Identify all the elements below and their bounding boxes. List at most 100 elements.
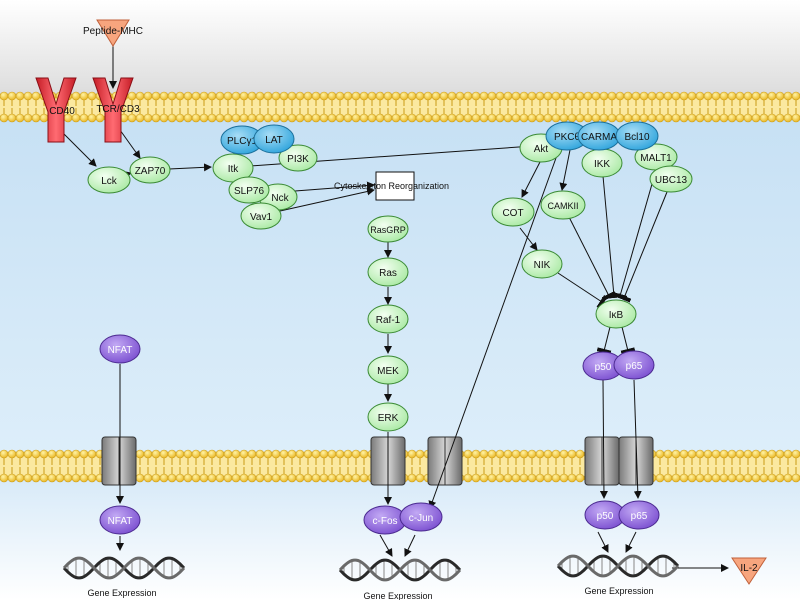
ikb-label: IκB	[609, 310, 624, 321]
dna-helix-nfat	[62, 556, 186, 580]
node-cjun: c-Jun	[399, 502, 443, 532]
node-p65: p65	[613, 350, 655, 380]
lat-label: LAT	[265, 135, 283, 146]
ubc13-label: UBC13	[655, 175, 688, 186]
ras-label: Ras	[379, 268, 397, 279]
edge-pkc-camkii	[559, 149, 571, 191]
edge-malt1-ikb	[612, 169, 657, 300]
bcl10-label: Bcl10	[624, 132, 649, 143]
raf1-label: Raf-1	[376, 315, 401, 326]
node-nik: NIK	[521, 249, 563, 279]
edge-p50-nucleus	[599, 379, 608, 499]
nfat-nuclear-label: NFAT	[108, 516, 133, 527]
dna-helix-ap1	[338, 558, 462, 582]
node-zap70: ZAP70	[129, 156, 171, 184]
camkii-label: CAMKII	[547, 201, 578, 211]
carma-label: CARMA	[581, 132, 617, 143]
node-erk: ERK	[367, 402, 409, 432]
nuclear-pore-p50	[584, 436, 620, 486]
edge-cjun-gene	[404, 534, 416, 557]
node-slp76: SLP76	[228, 176, 270, 204]
itk-label: Itk	[228, 164, 240, 175]
gene-expression-label-1: Gene Expression	[87, 588, 156, 598]
edge-p65-gene	[625, 531, 637, 553]
plcg1-label: PLCγ1	[227, 136, 257, 147]
vav1-label: Vav1	[250, 212, 272, 223]
node-camkii: CAMKII	[540, 190, 586, 220]
nck-label: Nck	[271, 193, 289, 204]
gene-expression-label-3: Gene Expression	[584, 586, 653, 596]
pi3k-label: PI3K	[287, 154, 309, 165]
cot-label: COT	[502, 208, 523, 219]
pkc-label: PKCθ	[554, 132, 581, 143]
edge-ikb-p65	[620, 326, 636, 355]
p65-nuclear-label: p65	[631, 511, 648, 522]
p50-label: p50	[595, 362, 612, 373]
edge-tcr-zap70	[119, 129, 141, 159]
malt1-label: MALT1	[640, 153, 672, 164]
zap70-label: ZAP70	[135, 166, 166, 177]
edge-zap70-itk	[168, 163, 212, 172]
node-nfat: NFAT	[99, 334, 141, 364]
peptide-mhc-ligand: Peptide-MHC	[83, 19, 143, 47]
node-pi3k: PI3K	[278, 144, 318, 172]
node-raf1: Raf-1	[367, 304, 409, 334]
edge-ikk-ikb	[602, 175, 622, 299]
edge-cd40-lck	[59, 129, 97, 167]
cytoskeleton-reorganization: Cytoskeleton Reorganization	[334, 171, 449, 201]
node-nfat-nuclear: NFAT	[99, 505, 141, 535]
ikk-label: IKK	[594, 159, 610, 170]
node-cfos: c-Fos	[363, 505, 407, 535]
gene-expression-label-2: Gene Expression	[363, 591, 432, 600]
node-ikk: IKK	[581, 148, 623, 178]
edge-ikb-p50	[596, 326, 612, 355]
node-vav1: Vav1	[240, 202, 282, 230]
node-p65-nuclear: p65	[618, 500, 660, 530]
akt-label: Akt	[534, 144, 549, 155]
cjun-label: c-Jun	[409, 513, 433, 524]
nfat-label: NFAT	[108, 345, 133, 356]
node-carma: CARMA	[577, 121, 621, 151]
edge-pkc-cjun	[428, 157, 557, 509]
node-pkc: PKCθ	[545, 121, 589, 151]
cd40-receptor: CD40	[35, 77, 77, 143]
node-cot: COT	[491, 197, 535, 227]
il2-product: IL-2	[731, 557, 767, 585]
edge-akt-cot	[521, 161, 541, 198]
lck-label: Lck	[101, 176, 118, 187]
erk-label: ERK	[378, 413, 399, 424]
node-bcl10: Bcl10	[615, 121, 659, 151]
edge-camkii-ikb	[567, 214, 617, 301]
mek-label: MEK	[377, 366, 399, 377]
node-itk: Itk	[212, 153, 254, 183]
tcr-cd3-label: TCR/CD3	[96, 104, 140, 115]
node-mek: MEK	[367, 355, 409, 385]
tcr-cd3-receptor: TCR/CD3	[92, 77, 140, 143]
edge-cot-nik	[519, 227, 538, 251]
dna-helix-nfkb	[556, 554, 680, 578]
edge-ubc13-ikb	[616, 191, 668, 303]
node-ras: Ras	[367, 257, 409, 287]
p65-label: p65	[626, 361, 643, 372]
nuclear-pore-nfat	[101, 436, 137, 486]
node-plcg1: PLCγ1	[220, 125, 264, 155]
node-malt1: MALT1	[634, 143, 678, 171]
node-rasgrp: RasGRP	[367, 215, 409, 243]
nik-label: NIK	[534, 260, 551, 271]
nuclear-pore-jnk	[427, 436, 463, 486]
node-lck: Lck	[87, 166, 131, 194]
il2-label: IL-2	[740, 563, 758, 574]
node-ubc13: UBC13	[649, 165, 693, 193]
edge-vav1-cytoskeleton	[279, 187, 375, 212]
edge-p50-gene	[597, 531, 609, 553]
edge-cfos-gene	[379, 534, 393, 557]
edge-nik-ikb	[557, 272, 608, 309]
cd40-label: CD40	[49, 106, 75, 117]
rasgrp-label: RasGRP	[370, 225, 406, 235]
extracellular-space	[0, 0, 800, 105]
node-lat: LAT	[253, 124, 295, 154]
node-ikb: IκB	[595, 299, 637, 329]
cfos-label: c-Fos	[373, 516, 398, 527]
